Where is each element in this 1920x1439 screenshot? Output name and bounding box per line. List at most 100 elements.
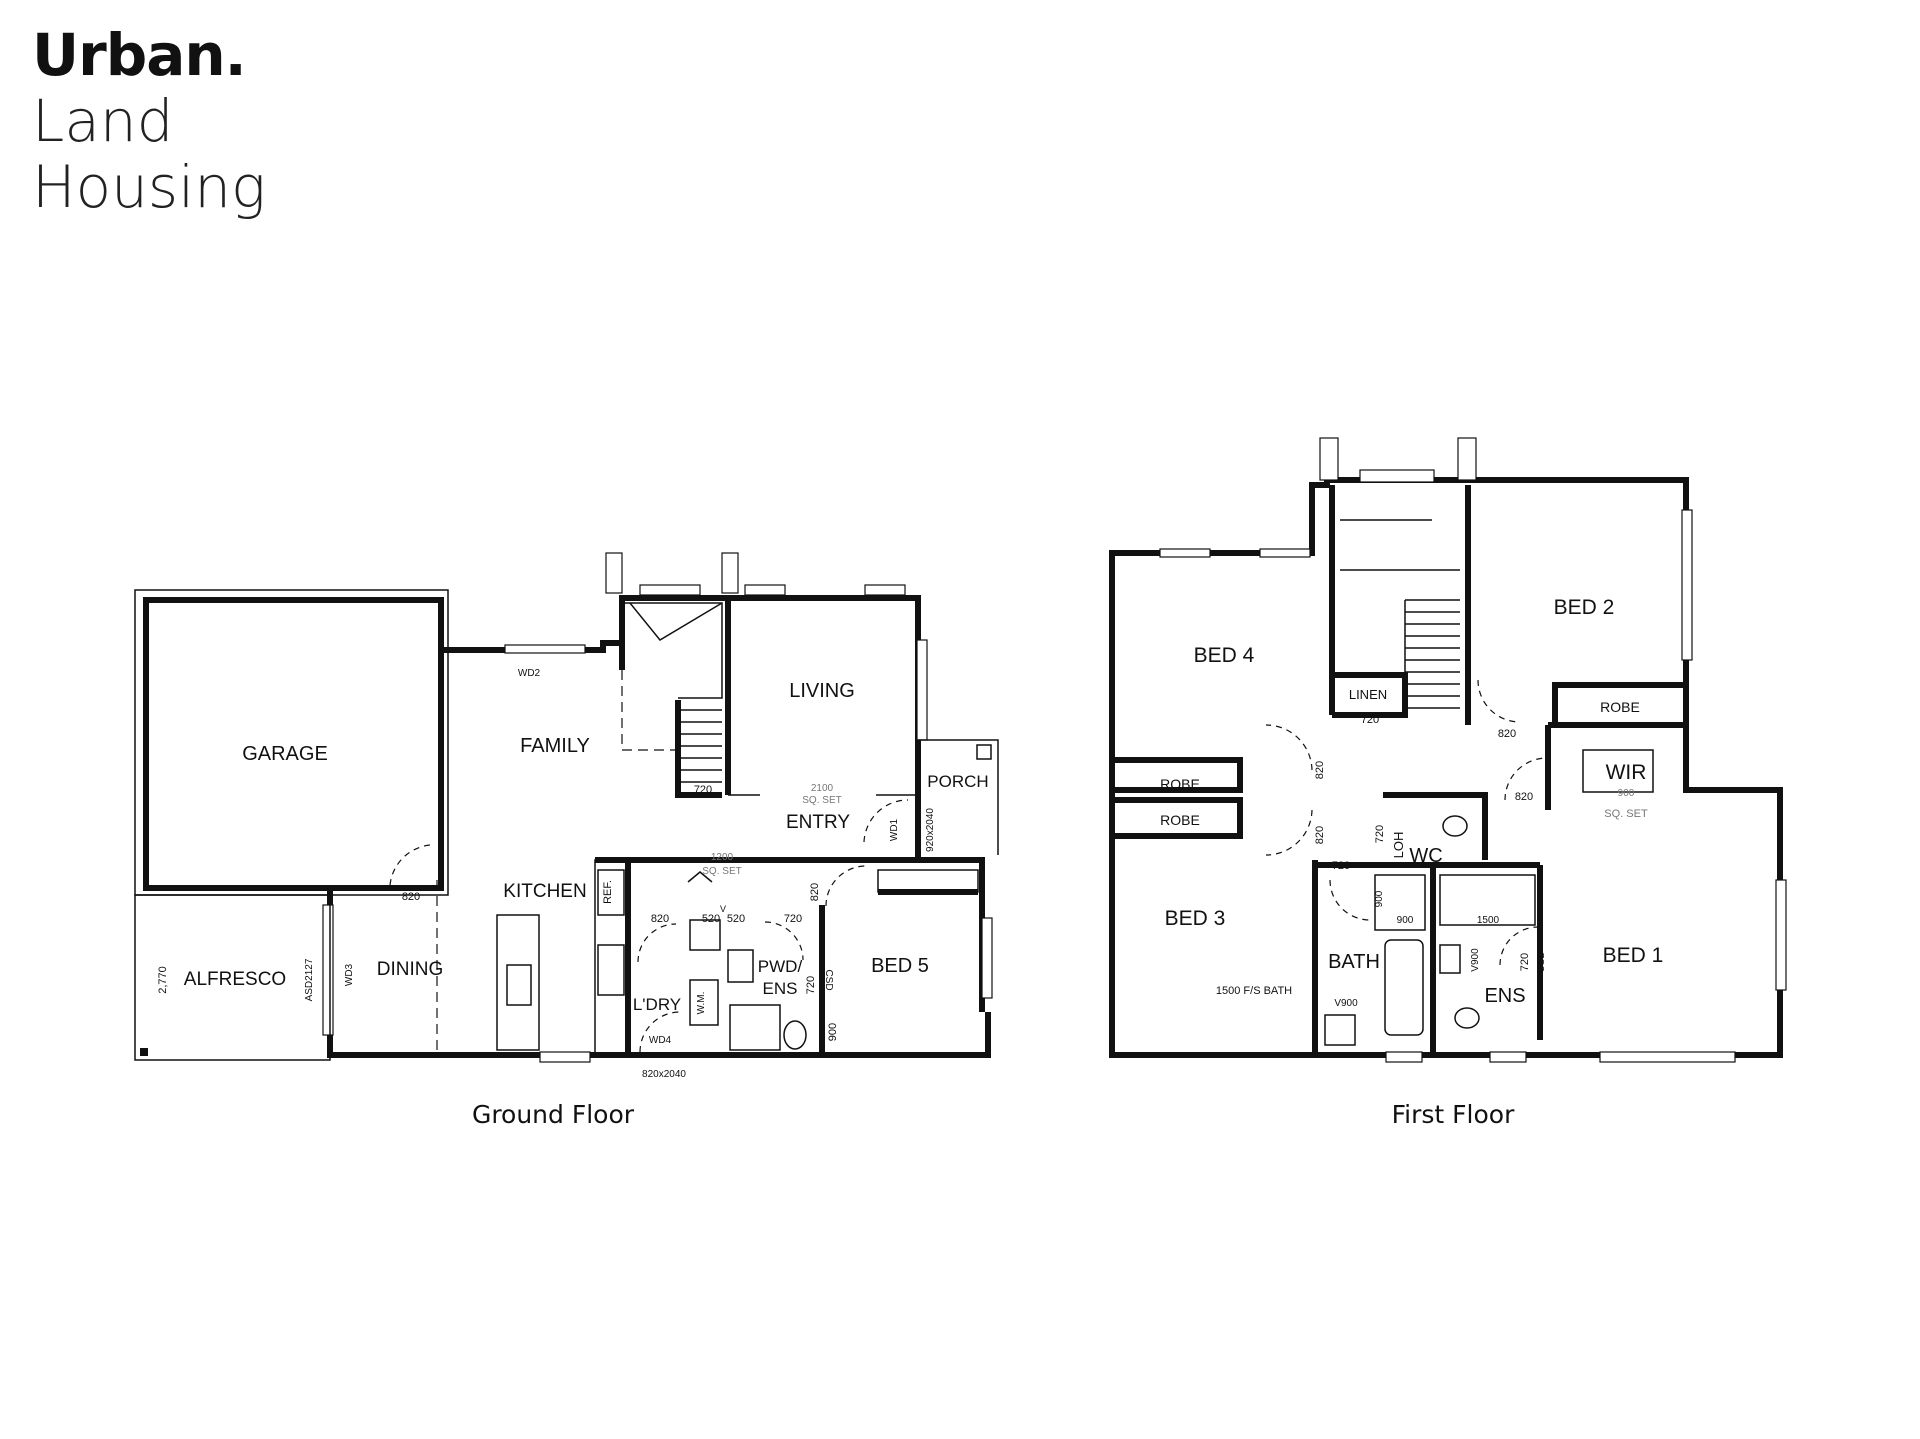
cooktop bbox=[597, 944, 625, 996]
ff-window-bath bbox=[1385, 1051, 1423, 1063]
dim-1500: 1500 bbox=[1477, 915, 1500, 926]
dim-900: 900 bbox=[827, 1023, 839, 1041]
room-living: LIVING bbox=[789, 680, 855, 702]
label-wd3: WD3 bbox=[344, 963, 355, 986]
label-wd1: WD1 bbox=[889, 818, 900, 841]
linen-walls bbox=[1332, 672, 1408, 718]
room-robe-b: ROBE bbox=[1160, 812, 1200, 828]
room-bath: BATH bbox=[1328, 951, 1380, 973]
room-linen: LINEN bbox=[1349, 687, 1387, 702]
dim-820x2040: 820x2040 bbox=[642, 1069, 686, 1080]
dim-820-garage: 820 bbox=[402, 891, 420, 903]
kitchen-sink bbox=[506, 964, 532, 1006]
ff-chimney-b bbox=[1457, 437, 1477, 481]
dim-asd2127: ASD2127 bbox=[304, 958, 315, 1001]
ff-door-swing-bed1 bbox=[1504, 757, 1548, 801]
room-bed2: BED 2 bbox=[1554, 596, 1615, 619]
dim-900-shower-b: 900 bbox=[1397, 915, 1414, 926]
porch-post bbox=[976, 744, 992, 760]
window-stair bbox=[639, 584, 701, 596]
room-pwd-ens-line1: PWD/ bbox=[758, 957, 803, 976]
label-wm: W.M. bbox=[696, 992, 707, 1015]
room-robe-a: ROBE bbox=[1160, 776, 1200, 792]
room-ens: ENS bbox=[1484, 985, 1525, 1007]
sqset-hall: SQ. SET bbox=[702, 866, 741, 877]
first-floor-labels: BED 4 BED 2 LINEN ROBE WIR ROBE ROBE BED… bbox=[1160, 596, 1663, 1009]
vent-mark bbox=[687, 871, 713, 883]
room-robe-bed2: ROBE bbox=[1600, 699, 1640, 715]
window-bed5 bbox=[981, 917, 993, 999]
kitchen-bench bbox=[594, 859, 629, 1056]
ff-door-swing-bed2 bbox=[1477, 679, 1521, 723]
ff-window-stair bbox=[1359, 469, 1435, 483]
stair-dashed-outline bbox=[621, 670, 678, 751]
wc-walls bbox=[1383, 792, 1488, 860]
ff-door-swing-bed4 bbox=[1265, 724, 1313, 771]
alfresco-outline bbox=[134, 894, 331, 1061]
label-ref: REF. bbox=[602, 880, 614, 904]
room-dining: DINING bbox=[377, 959, 444, 980]
dim-820-bed3: 820 bbox=[1314, 826, 1326, 844]
fridge-space bbox=[597, 869, 625, 916]
dim-720-loh: 720 bbox=[1374, 825, 1386, 843]
room-garage: GARAGE bbox=[242, 743, 328, 765]
stair-inner-wall bbox=[675, 700, 722, 798]
dim-720-csd: 720 bbox=[1519, 953, 1531, 971]
chimney-b bbox=[721, 552, 739, 594]
dim-720-pwd: 720 bbox=[784, 913, 802, 925]
label-csd-first: CSD bbox=[1536, 951, 1547, 972]
dim-720-linen: 720 bbox=[1361, 714, 1379, 726]
dim-720-bath: 720 bbox=[1332, 860, 1350, 872]
ff-door-swing-bath bbox=[1329, 879, 1371, 921]
ff-stair-treads bbox=[1340, 519, 1460, 715]
label-v-ground: V bbox=[720, 904, 726, 914]
wir-shelf bbox=[1582, 749, 1654, 793]
ens-vanity bbox=[1439, 944, 1461, 974]
bed5-door-swing bbox=[825, 865, 867, 907]
chimney-a bbox=[605, 552, 623, 594]
label-fs-bath: 1500 F/S BATH bbox=[1216, 985, 1292, 997]
pwd-door-swing bbox=[764, 921, 804, 961]
label-wd4: WD4 bbox=[649, 1035, 672, 1046]
ground-floor-labels: GARAGE FAMILY LIVING PORCH ENTRY KITCHEN… bbox=[157, 668, 989, 1080]
laundry-tub bbox=[689, 919, 721, 951]
ff-window-bed4-b bbox=[1259, 548, 1311, 558]
dim-900-wir: 900 bbox=[1618, 788, 1635, 799]
brand-line-housing: Housing bbox=[32, 153, 266, 221]
alfresco-door-frame bbox=[322, 904, 334, 1036]
pwd-shower bbox=[729, 1004, 781, 1051]
window-living-b bbox=[864, 584, 906, 596]
robe-a bbox=[1109, 757, 1243, 793]
room-wc: WC bbox=[1409, 845, 1442, 867]
bath-shower bbox=[1374, 874, 1426, 931]
laundry-door-swing bbox=[637, 923, 677, 963]
ff-window-ens bbox=[1489, 1051, 1527, 1063]
room-kitchen: KITCHEN bbox=[503, 881, 586, 902]
dim-820-bed5: 820 bbox=[809, 883, 821, 901]
sqset-entry: SQ. SET bbox=[802, 795, 841, 806]
dim-720-stair: 720 bbox=[694, 784, 712, 796]
dim-1200: 1200 bbox=[711, 852, 734, 863]
window-living-east bbox=[916, 639, 928, 741]
brand-name: Urban. bbox=[32, 21, 247, 89]
ff-chimney-a bbox=[1319, 437, 1339, 481]
washing-machine bbox=[689, 979, 719, 1026]
entry-door-swing bbox=[863, 799, 909, 843]
label-wd2: WD2 bbox=[518, 668, 541, 679]
room-pwd-ens-line2: ENS bbox=[763, 979, 798, 998]
dim-520-b: 520 bbox=[727, 913, 745, 925]
wc-toilet bbox=[1442, 815, 1468, 837]
first-floor-caption: First Floor bbox=[1391, 1100, 1515, 1129]
dim-820-laundry: 820 bbox=[651, 913, 669, 925]
ff-window-bed1-east bbox=[1775, 879, 1787, 991]
room-bed4: BED 4 bbox=[1194, 644, 1255, 667]
room-family: FAMILY bbox=[520, 735, 590, 757]
ens-toilet bbox=[1454, 1007, 1480, 1029]
room-porch: PORCH bbox=[927, 772, 988, 791]
dim-900-shower-a: 900 bbox=[1374, 890, 1385, 907]
bath-tub bbox=[1384, 939, 1424, 1036]
sqset-wir: SQ. SET bbox=[1604, 808, 1648, 820]
dim-820-bed1: 820 bbox=[1515, 791, 1533, 803]
robe-b bbox=[1109, 797, 1243, 839]
